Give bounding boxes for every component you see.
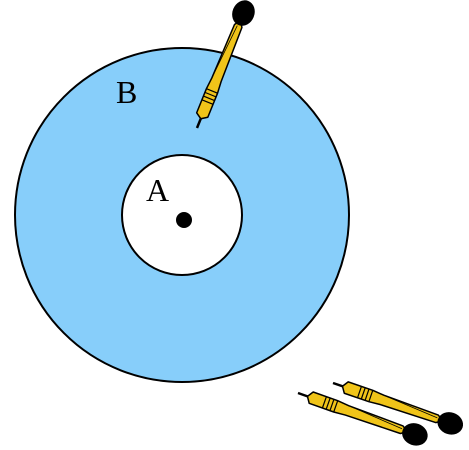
label-a: A [146, 172, 169, 208]
center-dot [176, 212, 192, 228]
label-b: B [116, 74, 137, 110]
